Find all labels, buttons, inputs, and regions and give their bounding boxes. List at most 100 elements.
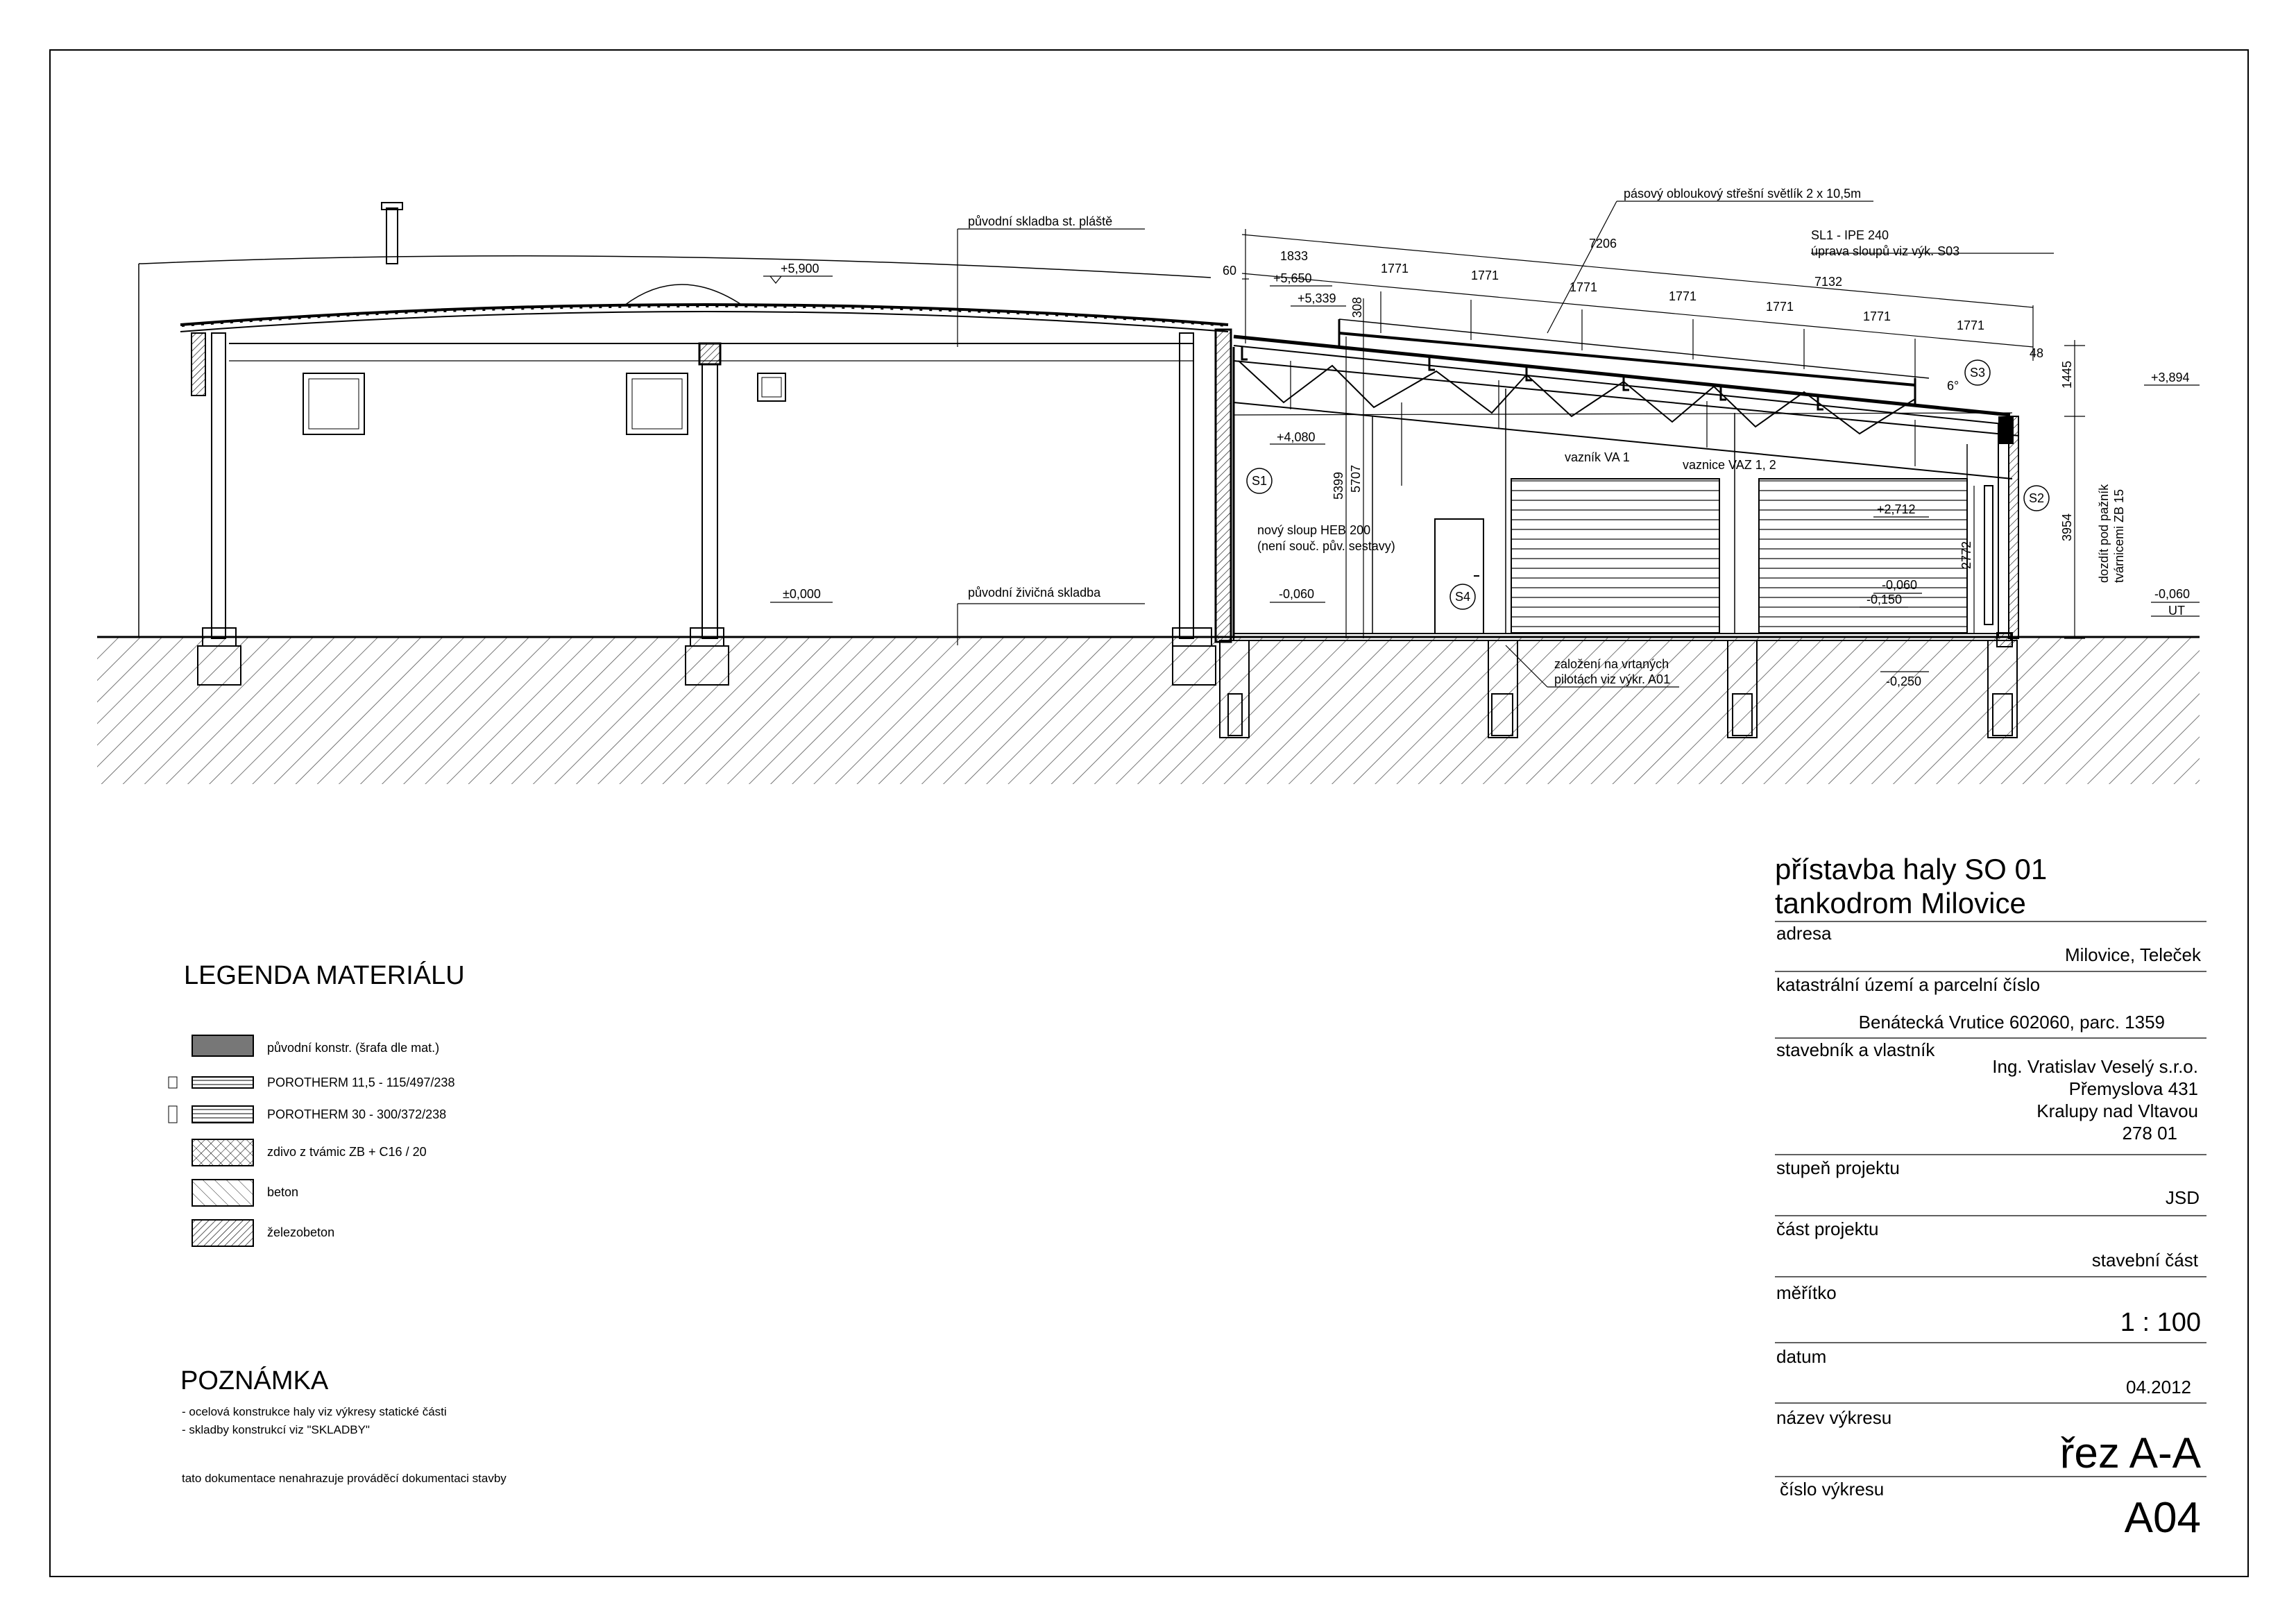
legend-swatch-0 — [192, 1035, 254, 1057]
legend-label-4: beton — [267, 1185, 298, 1199]
dim-1771-4: 1771 — [1669, 289, 1697, 303]
owner-line-3: 278 01 — [2122, 1123, 2177, 1144]
existing-column-3 — [1179, 332, 1194, 639]
tag-s4: S4 — [1455, 590, 1470, 604]
purlins — [1241, 347, 1823, 411]
dim-5399: 5399 — [1332, 472, 1345, 500]
label-novy-sloup-1: nový sloup HEB 200 — [1257, 523, 1370, 537]
legend-title: LEGENDA MATERIÁLU — [184, 960, 465, 990]
dim-3954: 3954 — [2060, 513, 2074, 541]
label-stetlik: pásový obloukový střešní světlík 2 x 10,… — [1624, 187, 1861, 201]
label-vaznik: vazník VA 1 — [1565, 450, 1630, 464]
dim-308: 308 — [1350, 297, 1364, 318]
level-4080: +4,080 — [1277, 430, 1316, 444]
extension-right-wall — [2008, 416, 2019, 639]
dim-5707: 5707 — [1349, 465, 1363, 493]
label-orig-skladba-pl: původní skladba st. pláště — [968, 214, 1112, 228]
owner-line-2: Kralupy nad Vltavou — [2036, 1101, 2198, 1121]
level-5650: +5,650 — [1273, 271, 1312, 285]
existing-column-1 — [211, 332, 226, 639]
tag-s3: S3 — [1970, 366, 1985, 380]
name-label: název výkresu — [1776, 1407, 1891, 1428]
dim-1771-1: 1771 — [1381, 262, 1409, 275]
dim-48: 48 — [2030, 346, 2043, 360]
existing-column-2 — [701, 364, 718, 639]
project-line-2: tankodrom Milovice — [1775, 887, 2026, 919]
dim-7132: 7132 — [1814, 275, 1842, 289]
label-vaznice: vaznice VAZ 1, 2 — [1683, 458, 1776, 472]
roller-door-1 — [1511, 478, 1720, 634]
cadastre-label: katastrální území a parcelní číslo — [1776, 974, 2040, 995]
skylight — [1338, 332, 1916, 386]
legend-label-1: POROTHERM 11,5 - 115/497/238 — [267, 1076, 454, 1089]
label-sl1: SL1 - IPE 240 — [1811, 228, 1889, 242]
legend-swatch-3 — [192, 1139, 254, 1166]
label-dozdit-2: tvárnicemi ZB 15 — [2112, 489, 2126, 583]
stage-value: JSD — [2166, 1187, 2200, 1208]
chimney — [386, 207, 398, 264]
note-footer: tato dokumentace nenahrazuje prováděcí d… — [182, 1472, 507, 1485]
section-drawing — [97, 201, 2200, 784]
level-0000: ±0,000 — [783, 587, 821, 601]
slope-angle: 6° — [1947, 379, 1959, 393]
window-2 — [626, 373, 688, 435]
scale-value: 1 : 100 — [2120, 1308, 2201, 1337]
dim-60: 60 — [1223, 264, 1236, 278]
tag-s1-circle — [1246, 468, 1273, 494]
level-5339: +5,339 — [1298, 291, 1336, 305]
dim-1771-5: 1771 — [1766, 300, 1794, 314]
label-zalozeni-2: pilotách viz výkr. A01 — [1554, 672, 1670, 686]
dimension-lines — [1241, 229, 2085, 639]
legend-label-3: zdivo z tvámic ZB + C16 / 20 — [267, 1145, 427, 1159]
tag-s2-circle — [2023, 485, 2050, 511]
tag-s4-circle — [1449, 584, 1476, 610]
part-value: stavební část — [2092, 1250, 2199, 1271]
label-ut: UT — [2168, 604, 2185, 618]
note-title: POZNÁMKA — [180, 1366, 329, 1395]
level-3894: +3,894 — [2151, 371, 2190, 384]
owner-line-1: Přemyslova 431 — [2069, 1078, 2198, 1099]
label-zalozeni-1: založení na vrtaných — [1554, 657, 1669, 671]
legend-swatch-2 — [192, 1105, 254, 1123]
label-uprava: úprava sloupů viz výk. S03 — [1811, 244, 1959, 258]
window-3 — [757, 373, 786, 402]
level-m150: -0,150 — [1866, 593, 1902, 606]
level-5900: +5,900 — [781, 262, 819, 275]
extension-roof — [1233, 334, 2011, 417]
tag-s2: S2 — [2029, 491, 2044, 505]
window-1 — [303, 373, 365, 435]
legend-label-5: železobeton — [267, 1225, 334, 1239]
background-silhouette — [139, 255, 1211, 278]
label-dozdit-1: dozdít pod pažník — [2097, 484, 2111, 583]
address-label: adresa — [1776, 923, 1832, 944]
level-m250: -0,250 — [1886, 674, 1921, 688]
title-block: přístavba haly SO 01 tankodrom Milovice … — [1775, 853, 2206, 1542]
ground-hatch — [97, 637, 2200, 784]
tag-s3-circle — [1964, 359, 1991, 386]
label-novy-sloup-2: (není souč. pův. sestavy) — [1257, 539, 1395, 553]
dim-1445: 1445 — [2060, 361, 2074, 389]
sheet-frame — [49, 49, 2249, 1577]
owner-label: stavebník a vlastník — [1776, 1039, 1935, 1060]
dim-1771-7: 1771 — [1957, 318, 1984, 332]
tag-s1: S1 — [1252, 474, 1267, 488]
extension-left-wall — [1214, 328, 1232, 643]
date-value: 04.2012 — [2126, 1377, 2191, 1397]
legend-swatch-1 — [192, 1076, 254, 1089]
legend-swatch-5 — [192, 1219, 254, 1247]
level-2712: +2,712 — [1877, 502, 1916, 516]
legend-label-0: původní konstr. (šrafa dle mat.) — [267, 1041, 439, 1055]
address-value: Milovice, Teleček — [2065, 944, 2202, 965]
dim-1833: 1833 — [1280, 249, 1308, 263]
stage-label: stupeň projektu — [1776, 1157, 1900, 1178]
existing-roof — [180, 303, 1229, 326]
dim-7206: 7206 — [1589, 237, 1617, 250]
number-label: číslo výkresu — [1780, 1479, 1884, 1499]
cadastre-value: Benátecká Vrutice 602060, parc. 1359 — [1859, 1012, 2165, 1033]
scale-label: měřítko — [1776, 1282, 1837, 1303]
entry-door — [1434, 518, 1484, 634]
project-line-1: přístavba haly SO 01 — [1775, 853, 2047, 885]
dim-1771-3: 1771 — [1570, 280, 1597, 294]
dim-1771-2: 1771 — [1471, 269, 1499, 282]
